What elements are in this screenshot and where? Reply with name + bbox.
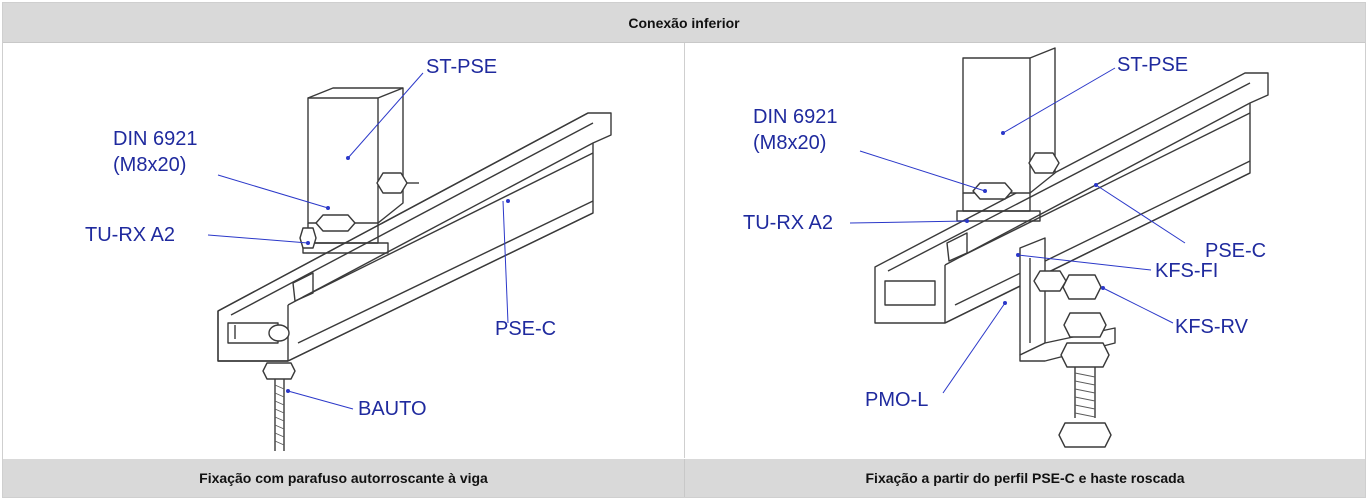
left-label-bauto: BAUTO	[358, 398, 427, 420]
left-label-din-line1: DIN 6921	[113, 128, 198, 150]
left-label-st-pse: ST-PSE	[426, 56, 497, 78]
left-caption: Fixação com parafuso autorroscante à vig…	[199, 470, 488, 486]
right-assembly-drawing: ST-PSE DIN 6921 (M8x20) TU-RX A2 PSE-C K…	[743, 47, 1269, 448]
right-label-tu-rx: TU-RX A2	[743, 212, 833, 234]
left-screw-bauto	[262, 324, 296, 451]
left-leader-lines	[207, 72, 510, 410]
right-label-kfs-fi: KFS-FI	[1155, 260, 1218, 282]
right-label-st-pse: ST-PSE	[1117, 54, 1188, 76]
right-caption: Fixação a partir do perfil PSE-C e haste…	[865, 470, 1185, 486]
right-label-din-line1: DIN 6921	[753, 106, 838, 128]
table-header: Conexão inferior	[3, 3, 1365, 43]
left-figure-cell: ST-PSE DIN 6921 (M8x20) TU-RX A2 PSE-C B…	[3, 43, 685, 458]
right-bolts	[972, 152, 1112, 448]
right-label-pmo-l: PMO-L	[865, 389, 928, 411]
right-rail-pse-c	[874, 72, 1269, 324]
right-label-kfs-rv: KFS-RV	[1175, 316, 1249, 338]
left-bracket-st-pse	[302, 87, 404, 254]
left-assembly-drawing: ST-PSE DIN 6921 (M8x20) TU-RX A2 PSE-C B…	[85, 56, 612, 451]
right-label-pse-c: PSE-C	[1205, 240, 1266, 262]
right-figure-cell: ST-PSE DIN 6921 (M8x20) TU-RX A2 PSE-C K…	[685, 43, 1365, 458]
left-bolts	[299, 172, 419, 249]
right-caption-cell: Fixação a partir do perfil PSE-C e haste…	[685, 459, 1365, 497]
right-label-din-line2: (M8x20)	[753, 132, 826, 154]
left-label-tu-rx: TU-RX A2	[85, 224, 175, 246]
left-rail-pse-c	[217, 112, 612, 362]
left-label-din-line2: (M8x20)	[113, 154, 186, 176]
left-caption-cell: Fixação com parafuso autorroscante à vig…	[3, 459, 685, 497]
right-leader-lines	[849, 67, 1186, 394]
header-title: Conexão inferior	[628, 14, 740, 31]
left-label-pse-c: PSE-C	[495, 318, 556, 340]
